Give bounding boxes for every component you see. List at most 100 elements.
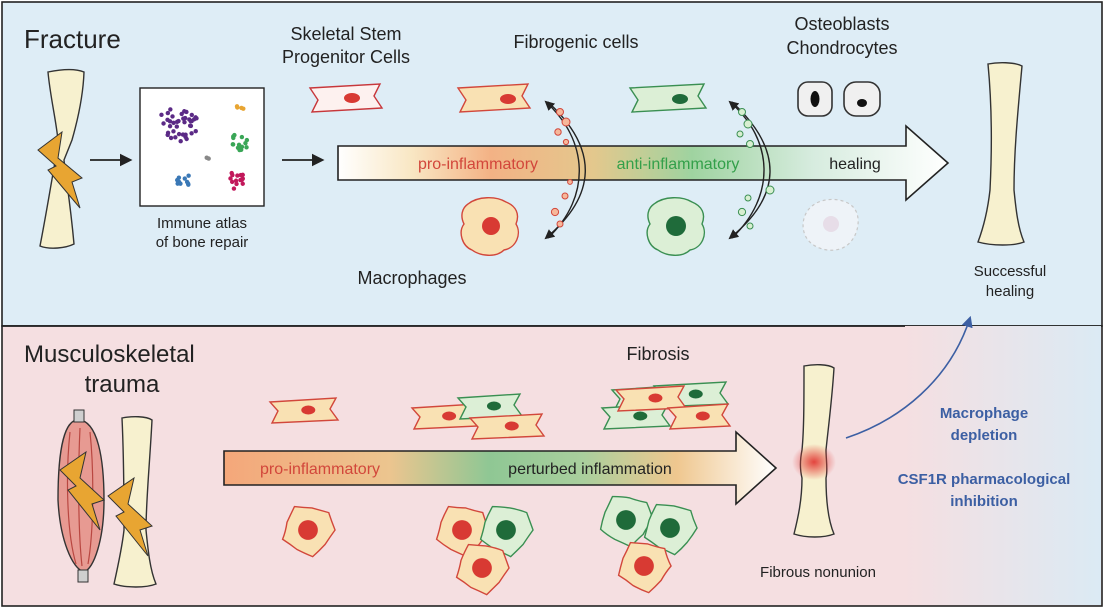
bottom-title-line1: Musculoskeletal: [24, 341, 195, 368]
atlas-dot: [175, 124, 179, 128]
atlas-dot: [234, 179, 238, 183]
atlas-dot: [183, 116, 187, 120]
atlas-dot: [231, 136, 235, 140]
atlas-dot: [183, 176, 187, 180]
fibrogenic-label: Fibrogenic cells: [513, 32, 638, 52]
atlas-dot: [240, 135, 244, 139]
chondrocytes-label: Chondrocytes: [786, 38, 897, 58]
atlas-dot: [241, 182, 245, 186]
atlas-dot: [171, 121, 175, 125]
vesicle-anti: [745, 195, 751, 201]
atlas-dot: [181, 132, 185, 136]
atlas-dot: [189, 131, 193, 135]
atlas-dot: [190, 113, 194, 117]
spindle-cell-pro: [270, 398, 338, 423]
sspc-label-line2: Progenitor Cells: [282, 47, 410, 67]
atlas-dot: [186, 173, 190, 177]
atlas-dot: [159, 113, 163, 117]
atlas-dot: [176, 119, 180, 123]
atlas-dot: [168, 107, 172, 111]
chondrocyte-cell: [844, 82, 880, 116]
atlas-dot: [161, 121, 165, 125]
vesicle-anti: [744, 120, 752, 128]
vesicle-anti: [737, 131, 743, 137]
immune-atlas-box: [140, 88, 264, 206]
successful-healing-line1: Successful: [974, 263, 1047, 280]
macrophage-faded: [803, 199, 858, 250]
atlas-dot: [231, 142, 235, 146]
vesicle-pro: [563, 139, 568, 144]
atlas-dot: [230, 173, 234, 177]
intervention-1-line1: Macrophage: [940, 405, 1028, 422]
atlas-dot: [190, 119, 194, 123]
macrophage-pro-top: [461, 198, 518, 256]
atlas-dot: [189, 124, 193, 128]
atlas-dot: [178, 181, 182, 185]
intervention-2-line2: inhibition: [950, 493, 1017, 510]
atlas-dot: [238, 178, 242, 182]
atlas-dot: [166, 111, 170, 115]
vesicle-pro: [562, 193, 568, 199]
atlas-dot: [194, 116, 198, 120]
top-panel-title: Fracture: [24, 24, 121, 54]
sspc-label-line1: Skeletal Stem: [290, 24, 401, 44]
atlas-dot: [237, 148, 241, 152]
atlas-dot: [170, 114, 174, 118]
spindle-cell-pro: [668, 404, 730, 429]
atlas-dot: [182, 120, 186, 124]
vesicle-pro: [562, 118, 570, 126]
atlas-dot: [241, 106, 245, 110]
vesicle-anti: [766, 186, 774, 194]
fibrogenic-cell-pro: [458, 84, 530, 112]
fibrogenic-cell-anti: [630, 84, 706, 112]
atlas-dot: [165, 133, 169, 137]
macrophages-label: Macrophages: [357, 268, 466, 288]
top-arrow-pro-label: pro-inflammatory: [418, 156, 538, 173]
atlas-dot: [171, 129, 175, 133]
sspc-cell: [310, 84, 382, 112]
atlas-dot: [244, 145, 248, 149]
macrophage-anti-top: [647, 198, 704, 256]
atlas-dot: [239, 173, 243, 177]
atlas-label-line1: Immune atlas: [157, 215, 247, 232]
vesicle-anti: [747, 141, 754, 148]
spindle-cell-pro: [470, 414, 544, 439]
fibrosis-label: Fibrosis: [626, 344, 689, 364]
atlas-dot: [186, 181, 190, 185]
bottom-arrow-pro-label: pro-inflammatory: [260, 461, 380, 478]
top-arrow-healing-label: healing: [829, 156, 881, 173]
intervention-1-line2: depletion: [951, 427, 1018, 444]
vesicle-pro: [555, 129, 561, 135]
atlas-dot: [175, 178, 179, 182]
vesicle-anti: [739, 109, 746, 116]
top-arrow-anti-label: anti-inflammatory: [617, 156, 740, 173]
atlas-dot: [173, 135, 177, 139]
atlas-dot: [182, 109, 186, 113]
atlas-dot: [194, 129, 198, 133]
atlas-dot: [235, 105, 239, 109]
vesicle-anti: [738, 208, 745, 215]
fibrous-nonunion-label: Fibrous nonunion: [760, 564, 876, 581]
atlas-dot: [243, 141, 247, 145]
atlas-dot: [177, 132, 181, 136]
osteoblasts-label: Osteoblasts: [794, 14, 889, 34]
vesicle-pro: [557, 221, 563, 227]
bottom-title-line2: trauma: [85, 371, 160, 398]
vesicle-pro: [557, 109, 564, 116]
atlas-dot: [169, 136, 173, 140]
vesicle-anti: [747, 223, 753, 229]
atlas-dot: [232, 186, 236, 190]
bottom-arrow-perturbed-label: perturbed inflammation: [508, 461, 672, 478]
successful-healing-line2: healing: [986, 283, 1034, 300]
atlas-dot: [178, 139, 182, 143]
atlas-dot: [206, 156, 210, 160]
osteoblast-cell: [798, 82, 832, 116]
vesicle-pro: [568, 180, 573, 185]
atlas-dot: [165, 118, 169, 122]
intervention-2-line1: CSF1R pharmacological: [898, 471, 1071, 488]
vesicle-pro: [551, 208, 558, 215]
atlas-label-line2: of bone repair: [156, 234, 249, 251]
atlas-dot: [168, 124, 172, 128]
